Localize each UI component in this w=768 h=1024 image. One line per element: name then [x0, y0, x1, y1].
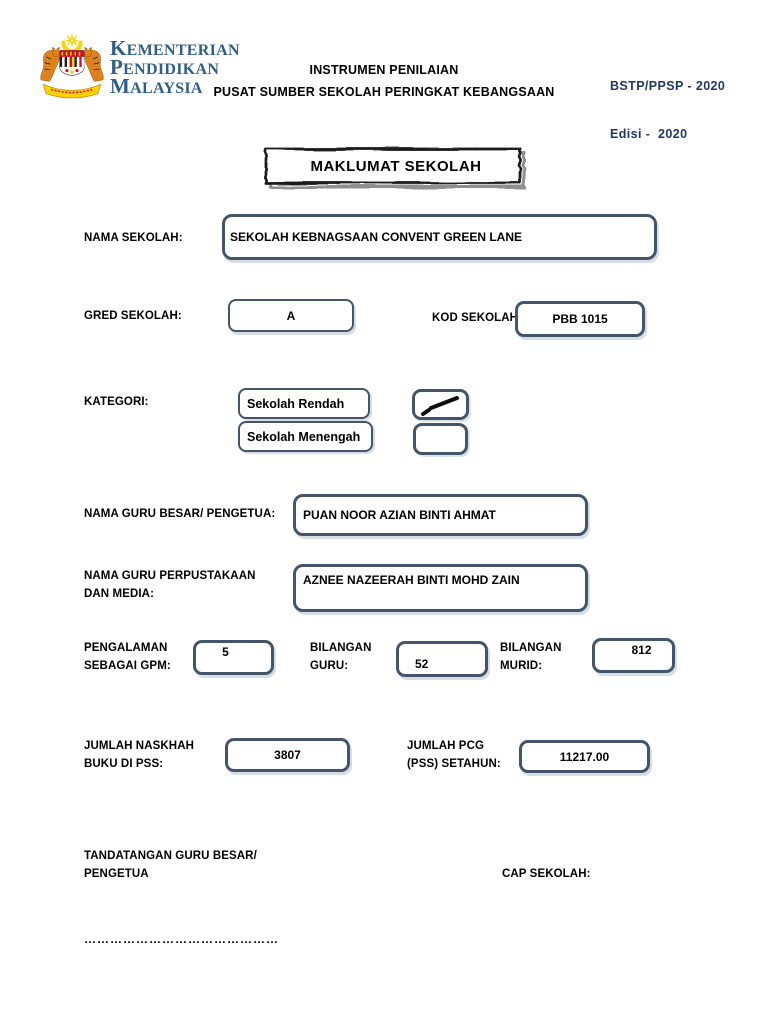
guru-besar-field: PUAN NOOR AZIAN BINTI AHMAT	[293, 494, 588, 536]
document-title-line2: PUSAT SUMBER SEKOLAH PERINGKAT KEBANGSAA…	[213, 85, 555, 99]
jumlah-buku-label: JUMLAH NASKHAH BUKU DI PSS:	[84, 740, 195, 770]
ministry-line: KEMENTERIAN	[110, 36, 240, 60]
pengalaman-gpm-label: PENGALAMAN SEBAGAI GPM:	[84, 642, 171, 672]
ministry-line: PENDIDIKAN	[110, 55, 220, 79]
nama-sekolah-field: SEKOLAH KEBNAGSAAN CONVENT GREEN LANE	[222, 214, 657, 260]
jumlah-buku-field: 3807	[225, 738, 350, 772]
jumlah-pcg-field: 11217.00	[519, 740, 650, 773]
bilangan-murid-value: 812	[631, 643, 652, 657]
document-title-line1: INSTRUMEN PENILAIAN	[309, 63, 459, 77]
edition-code: BSTP/PPSP - 2020	[610, 79, 726, 93]
guru-perpustakaan-label: NAMA GURU PERPUSTAKAAN DAN MEDIA:	[84, 570, 256, 600]
gred-sekolah-label: GRED SEKOLAH:	[84, 310, 182, 322]
nama-sekolah-label: NAMA SEKOLAH:	[84, 232, 183, 244]
section-banner: MAKLUMAT SEKOLAH	[258, 141, 534, 195]
tigers	[40, 47, 104, 82]
kategori-menengah-checkbox	[413, 423, 468, 455]
malaysia-coat-of-arms-icon	[40, 33, 104, 99]
kod-sekolah-value: PBB 1015	[552, 312, 608, 326]
kategori-option-rendah: Sekolah Rendah	[238, 388, 370, 419]
bilangan-murid-label: BILANGAN MURID:	[500, 642, 562, 672]
kategori-label: KATEGORI:	[84, 396, 149, 408]
guru-perpustakaan-field: AZNEE NAZEERAH BINTI MOHD ZAIN	[293, 564, 588, 612]
jumlah-buku-value: 3807	[274, 748, 301, 762]
tandatangan-label: TANDATANGAN GURU BESAR/ PENGETUA	[84, 850, 257, 880]
guru-perpustakaan-value: AZNEE NAZEERAH BINTI MOHD ZAIN	[303, 573, 520, 587]
bilangan-guru-value: 52	[415, 657, 429, 671]
cap-sekolah-label: CAP SEKOLAH:	[502, 868, 591, 880]
signature-dotted-line: ………………………………………	[84, 932, 279, 946]
pengalaman-gpm-field: 5	[193, 640, 274, 675]
guru-besar-value: PUAN NOOR AZIAN BINTI AHMAT	[303, 508, 496, 522]
kategori-rendah-checkbox	[412, 389, 469, 420]
kategori-option-menengah: Sekolah Menengah	[238, 421, 373, 452]
ministry-line: MALAYSIA	[110, 74, 203, 98]
star-crescent	[61, 33, 83, 54]
kategori-option-label: Sekolah Rendah	[247, 396, 345, 411]
bilangan-murid-field: 812	[592, 638, 675, 673]
jumlah-pcg-value: 11217.00	[559, 749, 610, 764]
shield	[59, 50, 85, 76]
nama-sekolah-value: SEKOLAH KEBNAGSAAN CONVENT GREEN LANE	[230, 230, 523, 244]
jumlah-pcg-label: JUMLAH PCG (PSS) SETAHUN:	[407, 740, 501, 770]
check-mark-icon	[421, 396, 459, 416]
edition-label: BSTP/PPSP - 2020 Edisi - 2020	[610, 46, 725, 174]
edition-year: Edisi - 2020	[610, 127, 688, 141]
pengalaman-gpm-value: 5	[222, 645, 229, 659]
ministry-wordmark: KEMENTERIAN PENDIDIKAN MALAYSIA	[110, 36, 240, 98]
ribbon	[42, 83, 102, 99]
kod-sekolah-field: PBB 1015	[515, 301, 645, 337]
guru-besar-label: NAMA GURU BESAR/ PENGETUA:	[84, 508, 276, 520]
bilangan-guru-label: BILANGAN GURU:	[310, 642, 372, 672]
gred-sekolah-field: A	[228, 299, 354, 332]
banner-frame	[264, 147, 526, 189]
kategori-option-label: Sekolah Menengah	[247, 429, 361, 444]
kod-sekolah-label: KOD SEKOLAH	[432, 312, 519, 324]
gred-sekolah-value: A	[286, 308, 296, 323]
banner-title: MAKLUMAT SEKOLAH	[310, 158, 482, 175]
bilangan-guru-field: 52	[396, 641, 488, 677]
